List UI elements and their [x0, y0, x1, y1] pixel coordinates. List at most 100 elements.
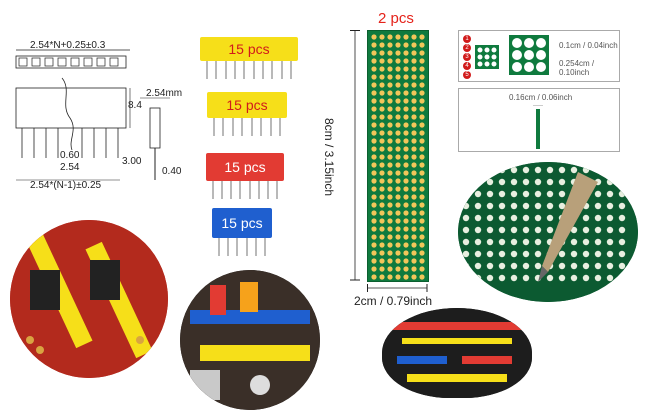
pcb-pad — [371, 202, 377, 208]
solder-pad — [498, 238, 506, 246]
bottom-formula: 2.54*(N-1)±0.25 — [30, 180, 102, 191]
solder-pad — [594, 166, 602, 174]
pcb-pad — [371, 154, 377, 160]
pcb-pad — [379, 50, 385, 56]
pcb-pad — [395, 202, 401, 208]
pcb-pad — [403, 90, 409, 96]
pad-size-label: 0.1cm / 0.04inch — [559, 41, 618, 50]
pcb-pad — [387, 58, 393, 64]
header-board-illustration — [382, 308, 532, 398]
pcb-pad — [371, 194, 377, 200]
pcb-pad — [403, 250, 409, 256]
header-strip-label: 15 pcs — [221, 215, 263, 231]
solder-pad — [474, 250, 482, 258]
solder-pad — [486, 190, 494, 198]
solder-pad — [510, 238, 518, 246]
pcb-pad — [411, 234, 417, 240]
pcb-pad — [379, 226, 385, 232]
pcb-pad — [395, 98, 401, 104]
cnc-shield-photo — [10, 220, 168, 378]
pcb-pad — [419, 106, 425, 112]
solder-pad — [534, 190, 542, 198]
pcb-hole-grid — [371, 34, 425, 280]
pcb-pad — [411, 266, 417, 272]
solder-pad — [618, 274, 626, 282]
solder-pad — [618, 226, 626, 234]
pcb-pad — [395, 50, 401, 56]
pcb-pad — [411, 98, 417, 104]
pcb-pad — [371, 226, 377, 232]
pcb-pad — [371, 210, 377, 216]
solder-pad — [462, 166, 470, 174]
pcb-pad — [419, 138, 425, 144]
solder-pad — [582, 166, 590, 174]
pcb-pad — [387, 202, 393, 208]
solder-pad — [498, 226, 506, 234]
pcb-pad — [395, 194, 401, 200]
pcb-pad — [387, 274, 393, 280]
pcb-pad — [387, 122, 393, 128]
pcb-pad — [395, 122, 401, 128]
pcb-pad — [387, 226, 393, 232]
solder-pad — [534, 202, 542, 210]
pcb-pad — [411, 210, 417, 216]
pcb-pad — [371, 98, 377, 104]
pcb-pad — [419, 250, 425, 256]
pcb-pad — [419, 218, 425, 224]
arduino-shield-photo — [180, 270, 320, 410]
dim-060: 0.60 — [60, 150, 80, 161]
pcb-pad — [411, 58, 417, 64]
pcb-pad — [371, 106, 377, 112]
solder-pad — [558, 202, 566, 210]
pcb-pad — [411, 250, 417, 256]
spec-number: 5 — [463, 71, 471, 79]
solder-pad — [510, 178, 518, 186]
pcb-pad — [387, 170, 393, 176]
dim-254: 2.54 — [60, 162, 80, 173]
header-strip-label: 15 pcs — [226, 97, 268, 113]
pcb-pad — [379, 250, 385, 256]
pcb-pad — [411, 34, 417, 40]
pcb-pad — [371, 250, 377, 256]
solder-pad — [522, 190, 530, 198]
pcb-pad — [419, 58, 425, 64]
pcb-pad — [371, 138, 377, 144]
pcb-pad — [403, 234, 409, 240]
pcb-pad — [419, 42, 425, 48]
pcb-pad — [379, 242, 385, 248]
solder-pad — [522, 238, 530, 246]
pcb-pad — [411, 258, 417, 264]
pcb-pad — [387, 106, 393, 112]
pcb-pad — [395, 258, 401, 264]
solder-pad — [510, 190, 518, 198]
pcb-pad — [403, 266, 409, 272]
pcb-pad — [379, 122, 385, 128]
pcb-pad — [387, 42, 393, 48]
pcb-pad — [403, 42, 409, 48]
pcb-pad — [371, 146, 377, 152]
header-drawing: 2.54*N+0.25±0.3 8.4 2.54mm 0.60 2.54 3.0… — [0, 30, 190, 200]
solder-pad — [486, 250, 494, 258]
pcb-pad — [379, 74, 385, 80]
pcb-pad — [419, 186, 425, 192]
solder-pad — [594, 250, 602, 258]
pcb-pad — [371, 50, 377, 56]
solder-pad — [558, 190, 566, 198]
pcb-pad — [379, 178, 385, 184]
pcb-pad — [371, 178, 377, 184]
pcb-pad — [403, 58, 409, 64]
pcb-pad — [387, 266, 393, 272]
pcb-pad — [411, 138, 417, 144]
solder-pad — [498, 202, 506, 210]
pcb-pad — [395, 146, 401, 152]
solder-pad — [486, 214, 494, 222]
pcb-pad — [395, 234, 401, 240]
pcb-pad — [395, 90, 401, 96]
solder-pad — [510, 262, 518, 270]
pcb-pad — [387, 98, 393, 104]
pcb-pad — [395, 74, 401, 80]
solder-pad — [570, 274, 578, 282]
pcb-pad — [411, 274, 417, 280]
solder-pad — [606, 238, 614, 246]
pcb-pad — [403, 162, 409, 168]
